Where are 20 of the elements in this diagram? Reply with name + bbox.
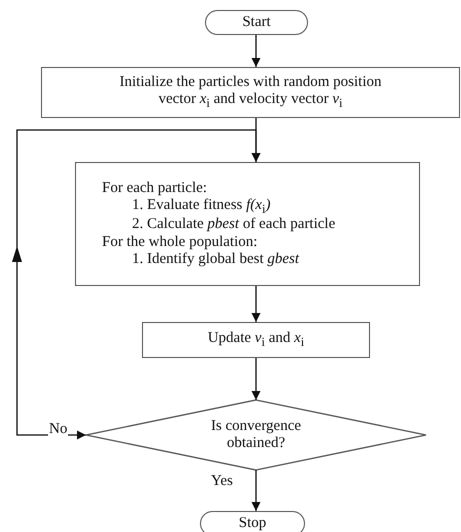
terminal-box: [200, 511, 305, 532]
decision-text: Is convergence obtained?: [210, 418, 302, 452]
terminal-box: [205, 10, 308, 35]
box-text: Update v$_{i}$ and x$_{i}$: [208, 330, 304, 350]
edge-label: No: [48, 421, 68, 438]
box-text: Start: [242, 14, 271, 32]
box-text: For each particle:: [101, 180, 207, 198]
box-text: 1. Evaluate fitness f(x$_{i}$): [131, 197, 270, 216]
arrow: [252, 286, 260, 322]
box-text: For the whole population:: [101, 234, 258, 251]
box-text: Stop: [238, 514, 266, 532]
arrow: [252, 470, 260, 511]
box-text: Initialize the particles with random position vector x$_{i}$ and velocity vector v$_{i}$: [118, 74, 383, 111]
arrow: [252, 358, 260, 400]
process-box: [75, 162, 420, 286]
process-box: [41, 67, 460, 118]
box-text: 1. Identify global best gbest: [131, 250, 300, 268]
arrow: [252, 35, 260, 67]
box-text: 2. Calculate pbest of each particle: [131, 216, 336, 234]
process-box: [142, 322, 370, 358]
